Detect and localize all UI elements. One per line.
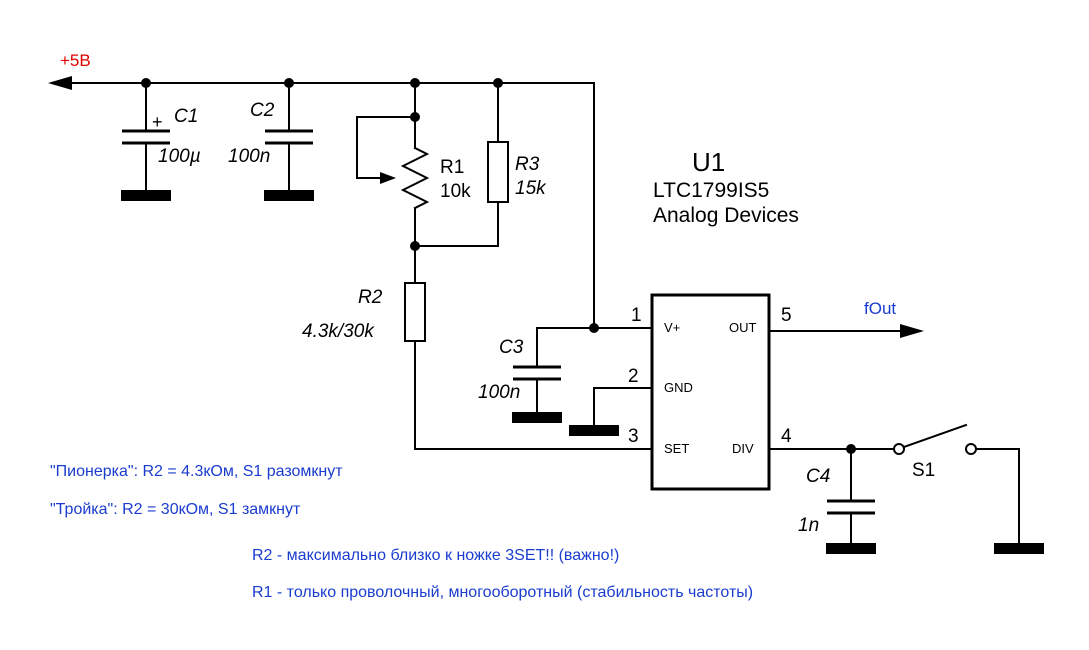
ground-symbol: [569, 425, 619, 436]
capacitor-c1: + C1 100µ: [121, 82, 201, 201]
r3-value: 15k: [515, 178, 547, 199]
junction-dot: [410, 112, 420, 122]
wiper-arrow-icon: [380, 172, 396, 184]
pin-name: GND: [664, 380, 693, 395]
ground-symbol: [994, 543, 1044, 554]
pin-name: V+: [664, 320, 680, 335]
switch-s1: S1: [893, 423, 1044, 554]
c2-value: 100n: [228, 146, 270, 167]
pin-number: 4: [781, 426, 792, 447]
ic-u1: U1 LTC1799IS5 Analog Devices 1 V+ 2 GND …: [628, 147, 799, 491]
resistor-r3: R3 15k: [414, 82, 547, 247]
ground-symbol: [264, 190, 314, 201]
note-line: "Тройка": R2 = 30кОм, S1 замкнут: [50, 501, 301, 518]
capacitor-c3: C3 100n: [478, 82, 652, 423]
pin-number: 5: [781, 305, 792, 326]
pin-name: OUT: [729, 320, 757, 335]
ground-symbol: [512, 412, 562, 423]
pin-name: SET: [664, 441, 689, 456]
ic-ref: U1: [692, 147, 725, 177]
ic-part: LTC1799IS5: [653, 179, 769, 202]
supply-arrow-icon: [48, 76, 72, 90]
notes: "Пионерка": R2 = 4.3кОм, S1 разомкнут "Т…: [50, 463, 753, 601]
pin-number: 3: [628, 426, 639, 447]
r2-ref: R2: [358, 287, 383, 308]
ground-symbol: [121, 190, 171, 201]
junction-dot: [284, 78, 294, 88]
r1-ref: R1: [440, 157, 464, 178]
pin-number: 2: [628, 366, 639, 387]
note-line: R1 - только проволочный, многооборотный …: [252, 584, 753, 601]
c1-ref: C1: [174, 106, 198, 127]
c4-value: 1n: [798, 515, 819, 536]
junctions: [141, 78, 856, 454]
c2-ref: C2: [250, 100, 275, 121]
c1-polarity: +: [152, 112, 163, 132]
junction-dot: [410, 241, 420, 251]
output-net: fOut: [768, 299, 924, 338]
ic-ground-connection: [569, 387, 652, 436]
pin-number: 1: [631, 305, 642, 326]
junction-dot: [493, 78, 503, 88]
c1-value: 100µ: [158, 146, 201, 167]
potentiometer-r1: R1 10k: [356, 82, 471, 247]
capacitor-c2: C2 100n: [228, 82, 314, 201]
s1-ref: S1: [912, 460, 935, 481]
r2-value: 4.3k/30k: [302, 321, 375, 342]
junction-dot: [846, 444, 856, 454]
supply-label: +5В: [60, 51, 91, 70]
junction-dot: [410, 78, 420, 88]
capacitor-c4: C4 1n: [768, 448, 895, 554]
c4-ref: C4: [806, 466, 830, 487]
junction-dot: [589, 323, 599, 333]
output-label: fOut: [864, 299, 896, 318]
output-arrow-icon: [900, 324, 924, 338]
note-line: R2 - максимально близко к ножке 3SET!! (…: [252, 547, 619, 564]
r3-ref: R3: [515, 154, 540, 175]
supply-rail: +5В: [48, 51, 595, 90]
r1-value: 10k: [440, 181, 471, 202]
ic-maker: Analog Devices: [653, 204, 799, 227]
note-line: "Пионерка": R2 = 4.3кОм, S1 разомкнут: [50, 463, 343, 480]
junction-dot: [141, 78, 151, 88]
ground-symbol: [826, 543, 876, 554]
resistor-r2: R2 4.3k/30k: [302, 245, 652, 450]
c3-value: 100n: [478, 382, 520, 403]
pin-name: DIV: [732, 441, 754, 456]
c3-ref: C3: [499, 337, 524, 358]
